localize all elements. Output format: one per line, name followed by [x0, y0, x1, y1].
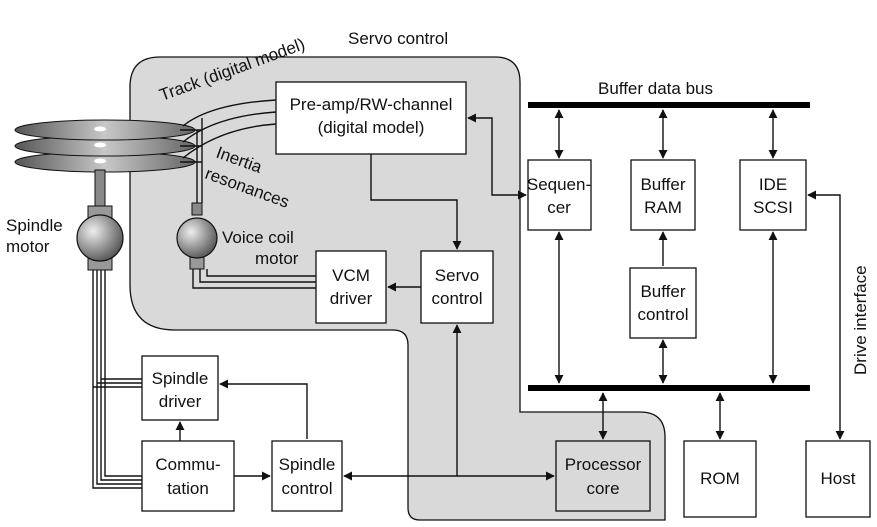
connections [175, 109, 845, 481]
spindle-control-label-line1: Spindle [279, 455, 336, 474]
sequencer-label-line1: Sequen- [527, 175, 591, 194]
head-signal-wires [182, 99, 277, 159]
rom-label: ROM [700, 469, 740, 488]
drive-interface-label: Drive interface [851, 265, 870, 375]
vcm-driver-label-line1: VCM [332, 266, 370, 285]
host-label: Host [821, 469, 856, 488]
sequencer-block [527, 159, 592, 231]
buffer-control-label-line2: control [637, 305, 688, 324]
vcm-driver-block [315, 250, 387, 324]
servo-control-label-line2: control [431, 289, 482, 308]
spindle-driver-label-line1: Spindle [152, 369, 209, 388]
ide-scsi-label-line1: IDE [759, 175, 787, 194]
voice-coil-label-line2: motor [255, 249, 299, 268]
spindle-control-label-line2: control [281, 479, 332, 498]
disk-platter-stack [14, 119, 196, 173]
servo-control-block [420, 250, 494, 324]
buffer-bus-label: Buffer data bus [598, 79, 713, 98]
vcm-driver-label-line2: driver [330, 289, 373, 308]
sequencer-label-line2: cer [547, 198, 571, 217]
ide-scsi-label-line2: SCSI [753, 198, 793, 217]
servo-control-label-line1: Servo [435, 266, 479, 285]
spindle-driver-label-line2: driver [159, 392, 202, 411]
processor-core-block [555, 440, 651, 512]
ide-scsi-block [739, 159, 807, 231]
buffer-ram-label-line2: RAM [644, 198, 682, 217]
preamp-label-line1: Pre-amp/RW-channel [290, 95, 453, 114]
host-block [805, 440, 871, 518]
spindle-control-block [271, 440, 343, 512]
servo-control-region [129, 56, 666, 521]
spindle-motor-label-line2: motor [6, 237, 50, 256]
commutation-label-line2: tation [167, 479, 209, 498]
preamp-rw-channel-block [275, 81, 467, 155]
spindle-motor-icon [76, 169, 124, 271]
processor-core-label-line2: core [586, 479, 619, 498]
buffer-ram-label-line1: Buffer [640, 175, 685, 194]
processor-core-label-line1: Processor [565, 455, 642, 474]
spindle-winding-wires [92, 270, 142, 489]
preamp-label-line2: (digital model) [318, 118, 425, 137]
commutation-label-line1: Commu- [155, 455, 220, 474]
head-arms [180, 118, 203, 203]
commutation-block [141, 440, 235, 512]
rom-block [683, 440, 757, 518]
spindle-motor-label-line1: Spindle [6, 216, 63, 235]
voice-coil-motor-icon [176, 202, 218, 270]
voice-coil-label-line1: Voice coil [222, 228, 294, 247]
buffer-control-label-line1: Buffer [640, 282, 685, 301]
buffer-ram-block [630, 159, 696, 231]
buffer-control-block [629, 267, 697, 339]
spindle-driver-block [141, 355, 219, 421]
servo-region-title: Servo control [348, 29, 448, 48]
